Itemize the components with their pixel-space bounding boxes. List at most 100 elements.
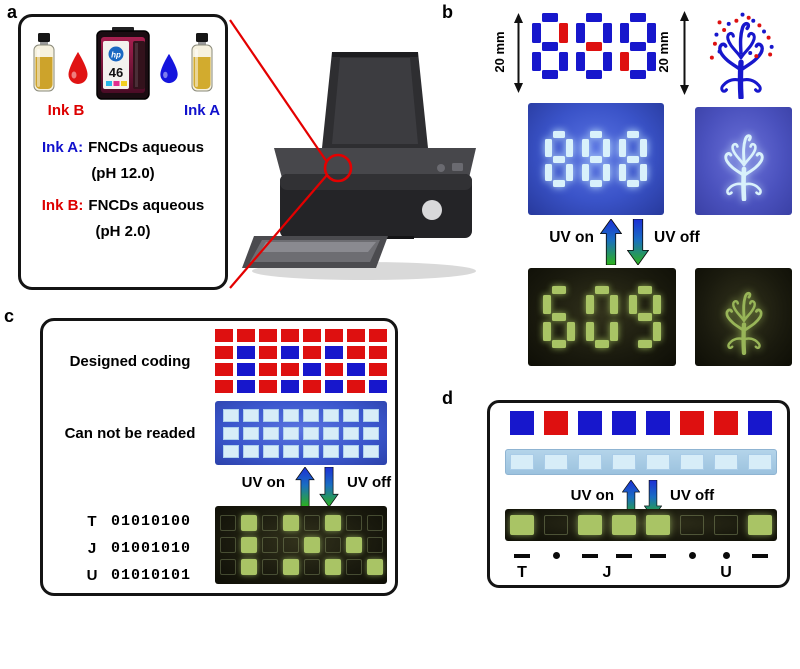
uv-off-tree-photo bbox=[695, 268, 792, 366]
decoded-square bbox=[646, 515, 670, 535]
morse-dash bbox=[650, 554, 666, 558]
green-digits bbox=[543, 286, 661, 348]
segment-b bbox=[603, 139, 610, 157]
unread-square bbox=[646, 454, 670, 470]
decoded-cell bbox=[282, 515, 299, 531]
design-square bbox=[748, 411, 772, 435]
unread-cell bbox=[343, 426, 359, 440]
design-digits-888 bbox=[532, 13, 656, 79]
segment-g bbox=[542, 41, 558, 51]
decoded-square bbox=[680, 515, 704, 535]
uv-on-arrow-icon-b bbox=[600, 219, 622, 265]
coding-cell bbox=[281, 380, 299, 393]
uv-off-label-c: UV off bbox=[347, 474, 392, 491]
decoded-cell bbox=[345, 537, 362, 553]
uv-on-label-c: UV on bbox=[241, 474, 285, 491]
segment-f bbox=[619, 139, 626, 157]
segment-a bbox=[552, 286, 566, 294]
design-square bbox=[646, 411, 670, 435]
panel-b-label: b bbox=[442, 2, 453, 22]
coding-cell bbox=[259, 346, 277, 359]
segment-a bbox=[586, 13, 602, 22]
unread-cell bbox=[243, 426, 259, 440]
segment-g bbox=[552, 313, 566, 321]
ink-a-name: Ink A bbox=[183, 102, 221, 119]
decoded-square bbox=[510, 515, 534, 535]
unread-square bbox=[748, 454, 772, 470]
ink-b-prefix: Ink B: bbox=[41, 197, 84, 214]
segment-f bbox=[620, 23, 629, 43]
scale-arrow-right-icon bbox=[680, 11, 689, 95]
segment-b bbox=[610, 295, 618, 314]
ink-a-prefix: Ink A: bbox=[42, 139, 84, 156]
ink-a-description: Ink A:FNCDs aqueous bbox=[21, 139, 225, 156]
segment-d bbox=[553, 180, 565, 187]
design-square bbox=[680, 411, 704, 435]
coding-cell bbox=[237, 329, 255, 342]
code-letter: J bbox=[87, 540, 97, 557]
morse-dot bbox=[552, 552, 560, 559]
unread-cell bbox=[323, 426, 339, 440]
segment-b bbox=[653, 295, 661, 314]
ink-b-description: Ink B:FNCDs aqueous bbox=[21, 197, 225, 214]
segment-b bbox=[647, 23, 656, 43]
segment-f bbox=[586, 295, 594, 314]
coding-cell bbox=[215, 363, 233, 376]
segment-a bbox=[590, 131, 602, 138]
cartridge-brand: hp bbox=[111, 51, 121, 60]
unread-cell bbox=[343, 408, 359, 422]
morse-dot bbox=[688, 552, 696, 559]
ink-info-box: hp 46 Ink B Ink A Ink A:FNCDs aqueous (p… bbox=[18, 14, 228, 290]
segment-c bbox=[647, 51, 656, 71]
morse-dash bbox=[582, 554, 598, 558]
code-line: J 01001010 bbox=[83, 540, 191, 557]
glowing-tree bbox=[711, 121, 777, 201]
coding-cell bbox=[347, 363, 365, 376]
decoded-cell bbox=[282, 537, 299, 553]
unread-square bbox=[544, 454, 568, 470]
callout-annotation bbox=[229, 19, 353, 289]
uv-on-label-b: UV on bbox=[549, 229, 594, 246]
segment-c bbox=[610, 322, 618, 341]
glowing-digits bbox=[545, 131, 647, 187]
panel-c-label: c bbox=[4, 306, 15, 326]
decoded-cell bbox=[261, 559, 278, 575]
uv-off-grid-photo bbox=[215, 506, 387, 584]
segment-c bbox=[653, 322, 661, 341]
seven-segment-digit bbox=[582, 131, 610, 187]
segment-d bbox=[542, 70, 558, 79]
segment-e bbox=[582, 163, 589, 181]
unread-cell bbox=[323, 444, 339, 458]
design-square bbox=[544, 411, 568, 435]
ink-b-vial bbox=[33, 33, 55, 92]
ink-a-drop-icon bbox=[160, 53, 178, 84]
morse-dash bbox=[514, 554, 530, 558]
scale-label-left: 20 mm bbox=[492, 31, 507, 73]
unread-cell bbox=[363, 408, 379, 422]
unread-cell bbox=[363, 426, 379, 440]
segment-e bbox=[620, 51, 629, 71]
code-line: T 01010100 bbox=[83, 513, 191, 530]
decoded-cell bbox=[261, 515, 278, 531]
segment-b bbox=[559, 23, 568, 43]
decoded-cell bbox=[366, 537, 383, 553]
design-square bbox=[578, 411, 602, 435]
designed-coding-title: Designed coding bbox=[69, 353, 191, 370]
decoded-cell bbox=[366, 515, 383, 531]
segment-c bbox=[567, 322, 575, 341]
coding-cell bbox=[369, 329, 387, 342]
segment-g bbox=[627, 155, 639, 163]
morse-dash bbox=[616, 554, 632, 558]
seven-segment-digit bbox=[576, 13, 612, 79]
decoded-cell bbox=[303, 559, 320, 575]
decoded-cell bbox=[261, 537, 278, 553]
unread-cell bbox=[283, 408, 299, 422]
decoded-cell bbox=[345, 515, 362, 531]
segment-e bbox=[576, 51, 585, 71]
coding-cell bbox=[303, 380, 321, 393]
seven-segment-digit bbox=[545, 131, 573, 187]
unread-cell bbox=[303, 444, 319, 458]
scale-arrow-left-icon bbox=[514, 13, 523, 93]
decoded-square bbox=[544, 515, 568, 535]
